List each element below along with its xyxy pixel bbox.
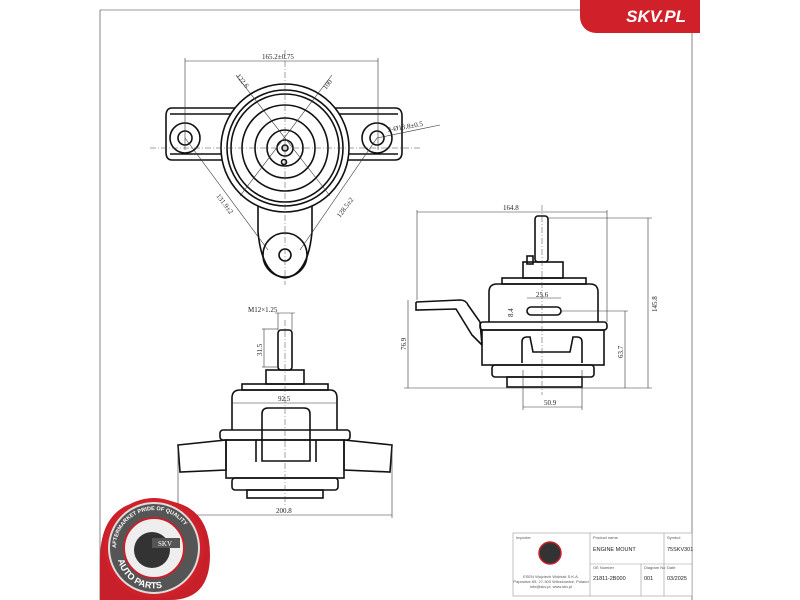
top-view [150,50,441,285]
dim-front-width: 200.8 [276,507,292,515]
date: 03/2025 [667,576,687,582]
dim-side-width: 164.8 [503,204,519,212]
dim-side-slot-gap: 8.4 [507,308,515,317]
front-view-dimensions: M12×1.25 31.5 92.5 200.8 [248,306,292,515]
importer-line-2: Papowice 65, 27-300 Wilczkowice, Poland [513,579,588,584]
importer-line-3: info@skv.pl, www.skv.pl [530,584,572,589]
dim-top-r1: 122.6 [234,72,250,90]
dim-front-thread: M12×1.25 [248,306,278,314]
dim-top-r2: 100 [321,78,334,92]
dim-side-slot-height: 63.7 [617,345,625,358]
diagram-no: 001 [644,576,653,582]
badge-center-text: SKV [158,540,172,548]
dim-side-bracket-height: 76.9 [400,337,408,350]
side-view [404,205,652,410]
symbol-label: Symbol [667,535,680,540]
importer-line-1: ESEN Wojciech Wolniak S.K.A. [523,574,579,579]
brand-logo: SKV.PL [580,0,700,33]
dim-front-stud: 31.5 [256,343,264,356]
dim-front-body: 92.5 [278,395,291,403]
date-label: Date [667,565,676,570]
oe-number-label: OE Number [593,565,615,570]
oe-number: 21811-2B000 [593,576,626,582]
dim-top-width: 165.2±0.75 [262,53,294,61]
importer-label: Importer [516,535,532,540]
title-block: Importer ESEN Wojciech Wolniak S.K.A. Pa… [512,532,693,597]
symbol: 75SKV301 [667,547,693,553]
product-name-label: Product name [593,535,619,540]
dim-top-diag-right: 128.5±2 [335,196,356,220]
diagram-no-label: Diagram No [644,565,666,570]
importer-logo [538,541,562,565]
drawing-frame [99,9,693,600]
dim-side-height: 145.8 [651,296,659,312]
front-view [177,312,393,518]
skv-auto-parts-badge: SKV AFTERMARKET PRIDE OF QUALITY AUTO PA… [100,498,210,600]
dim-side-slot-width: 25.6 [536,291,549,299]
brand-logo-text: SKV.PL [626,6,686,26]
dim-side-base: 50.9 [544,399,557,407]
dim-top-diag-left: 131.9±2 [214,192,235,216]
side-view-dimensions: 164.8 145.8 76.9 63.7 25.6 8.4 50.9 [400,204,659,407]
product-name: ENGINE MOUNT [593,547,636,553]
